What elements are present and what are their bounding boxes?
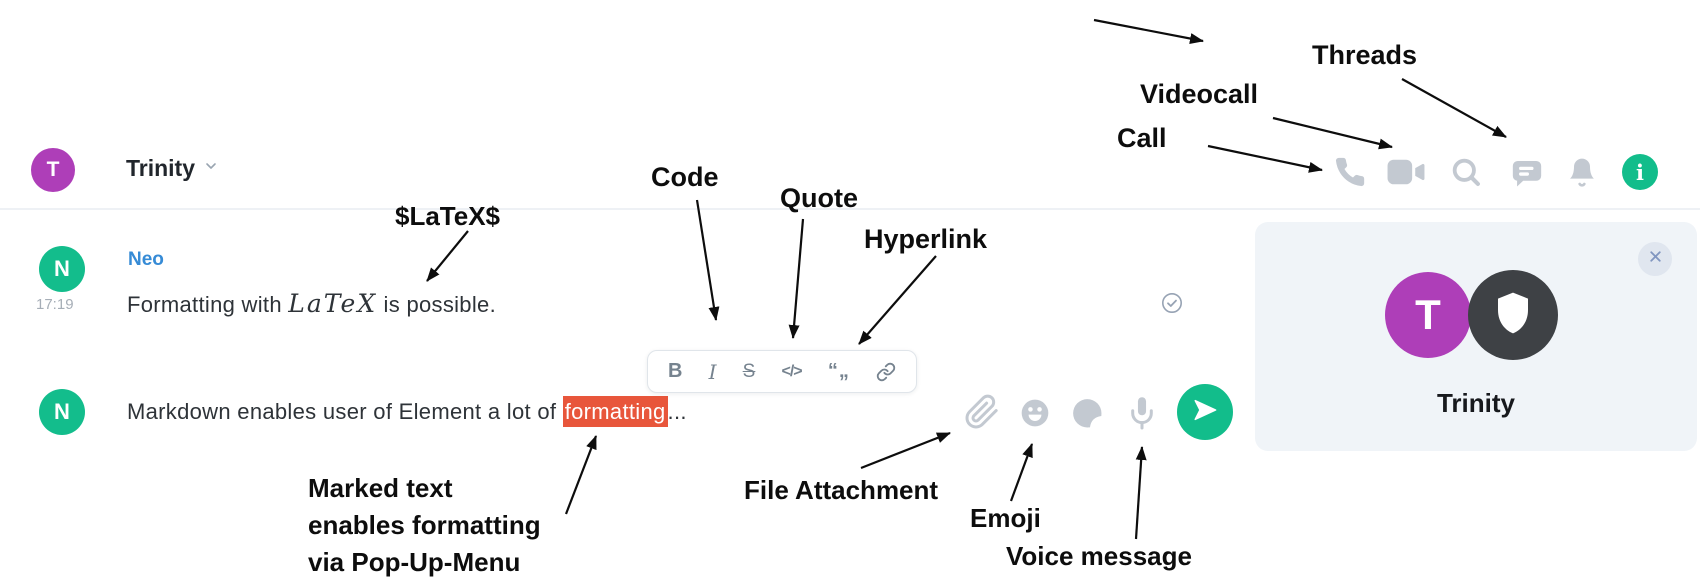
annotation-call: Call xyxy=(1117,123,1167,153)
arrow-threads xyxy=(1401,78,1507,138)
chevron-down-icon xyxy=(203,158,219,179)
member-avatar[interactable]: T xyxy=(1385,272,1471,358)
arrow-videocall xyxy=(1272,116,1393,150)
arrow-voice-message xyxy=(1134,446,1147,540)
room-name-button[interactable]: Trinity xyxy=(126,155,219,182)
latex-rendered-word: LaTeX xyxy=(288,289,378,318)
arrow-quote xyxy=(788,218,805,339)
annotation-file-attachment: File Attachment xyxy=(744,475,939,505)
close-icon xyxy=(1647,248,1664,270)
room-info-icon[interactable]: i xyxy=(1622,154,1658,190)
arrow-code xyxy=(695,199,720,321)
arrow-marked-text xyxy=(564,435,598,515)
quote-button[interactable]: “„ xyxy=(827,360,850,382)
shield-icon xyxy=(1489,289,1537,342)
room-avatar-letter: T xyxy=(46,158,60,181)
arrow-hyperlink xyxy=(858,255,937,345)
arrow-latex xyxy=(426,230,469,282)
arrow-file-attachment xyxy=(860,431,951,470)
hyperlink-button[interactable] xyxy=(876,362,896,382)
close-panel-button[interactable] xyxy=(1638,242,1672,276)
message-timestamp: 17:19 xyxy=(36,296,74,313)
info-glyph: i xyxy=(1636,159,1644,185)
selected-text: formatting xyxy=(562,396,668,427)
phone-icon[interactable] xyxy=(1333,155,1367,189)
message-text: Formatting with LaTeX is possible. xyxy=(127,289,496,318)
arrow-partial-top xyxy=(1093,18,1204,44)
emoji-icon[interactable] xyxy=(1019,397,1051,429)
search-icon[interactable] xyxy=(1449,155,1483,189)
member-name: Trinity xyxy=(1436,388,1515,418)
send-button[interactable] xyxy=(1177,384,1233,440)
microphone-icon[interactable] xyxy=(1124,395,1160,431)
annotation-hyperlink: Hyperlink xyxy=(864,224,988,254)
room-name: Trinity xyxy=(126,155,196,181)
sticker-icon[interactable] xyxy=(1071,397,1105,431)
message-text: Markdown enables user of Element a lot o… xyxy=(127,396,687,427)
annotation-latex: $LaTeX$ xyxy=(395,201,501,231)
video-icon[interactable] xyxy=(1386,158,1426,186)
sender-avatar[interactable]: N xyxy=(39,389,85,435)
annotation-videocall: Videocall xyxy=(1140,79,1259,109)
bell-icon[interactable] xyxy=(1566,156,1598,188)
sender-name[interactable]: Neo xyxy=(128,249,164,270)
strikethrough-button[interactable]: S xyxy=(742,360,756,382)
read-receipt-icon[interactable] xyxy=(1161,292,1183,319)
arrow-call xyxy=(1207,144,1323,173)
room-avatar[interactable]: T xyxy=(31,148,75,192)
annotation-code: Code xyxy=(651,162,719,192)
send-icon xyxy=(1190,395,1220,430)
formatting-popup-menu: B I S </> “„ xyxy=(647,350,917,393)
threads-icon[interactable] xyxy=(1510,156,1544,190)
annotation-quote: Quote xyxy=(780,183,858,213)
paperclip-icon[interactable] xyxy=(964,394,1000,430)
annotation-voice-message: Voice message xyxy=(1006,541,1192,571)
annotation-marked-text: Marked text enables formatting via Pop-U… xyxy=(308,473,541,577)
arrow-emoji xyxy=(1009,443,1034,502)
sender-avatar[interactable]: N xyxy=(39,246,85,292)
bold-button[interactable]: B xyxy=(668,360,683,382)
italic-button[interactable]: I xyxy=(708,359,717,384)
shield-badge xyxy=(1468,270,1558,360)
annotation-emoji: Emoji xyxy=(970,503,1041,533)
annotation-threads: Threads xyxy=(1312,40,1418,70)
code-button[interactable]: </> xyxy=(781,362,803,380)
header-divider xyxy=(0,208,1700,210)
